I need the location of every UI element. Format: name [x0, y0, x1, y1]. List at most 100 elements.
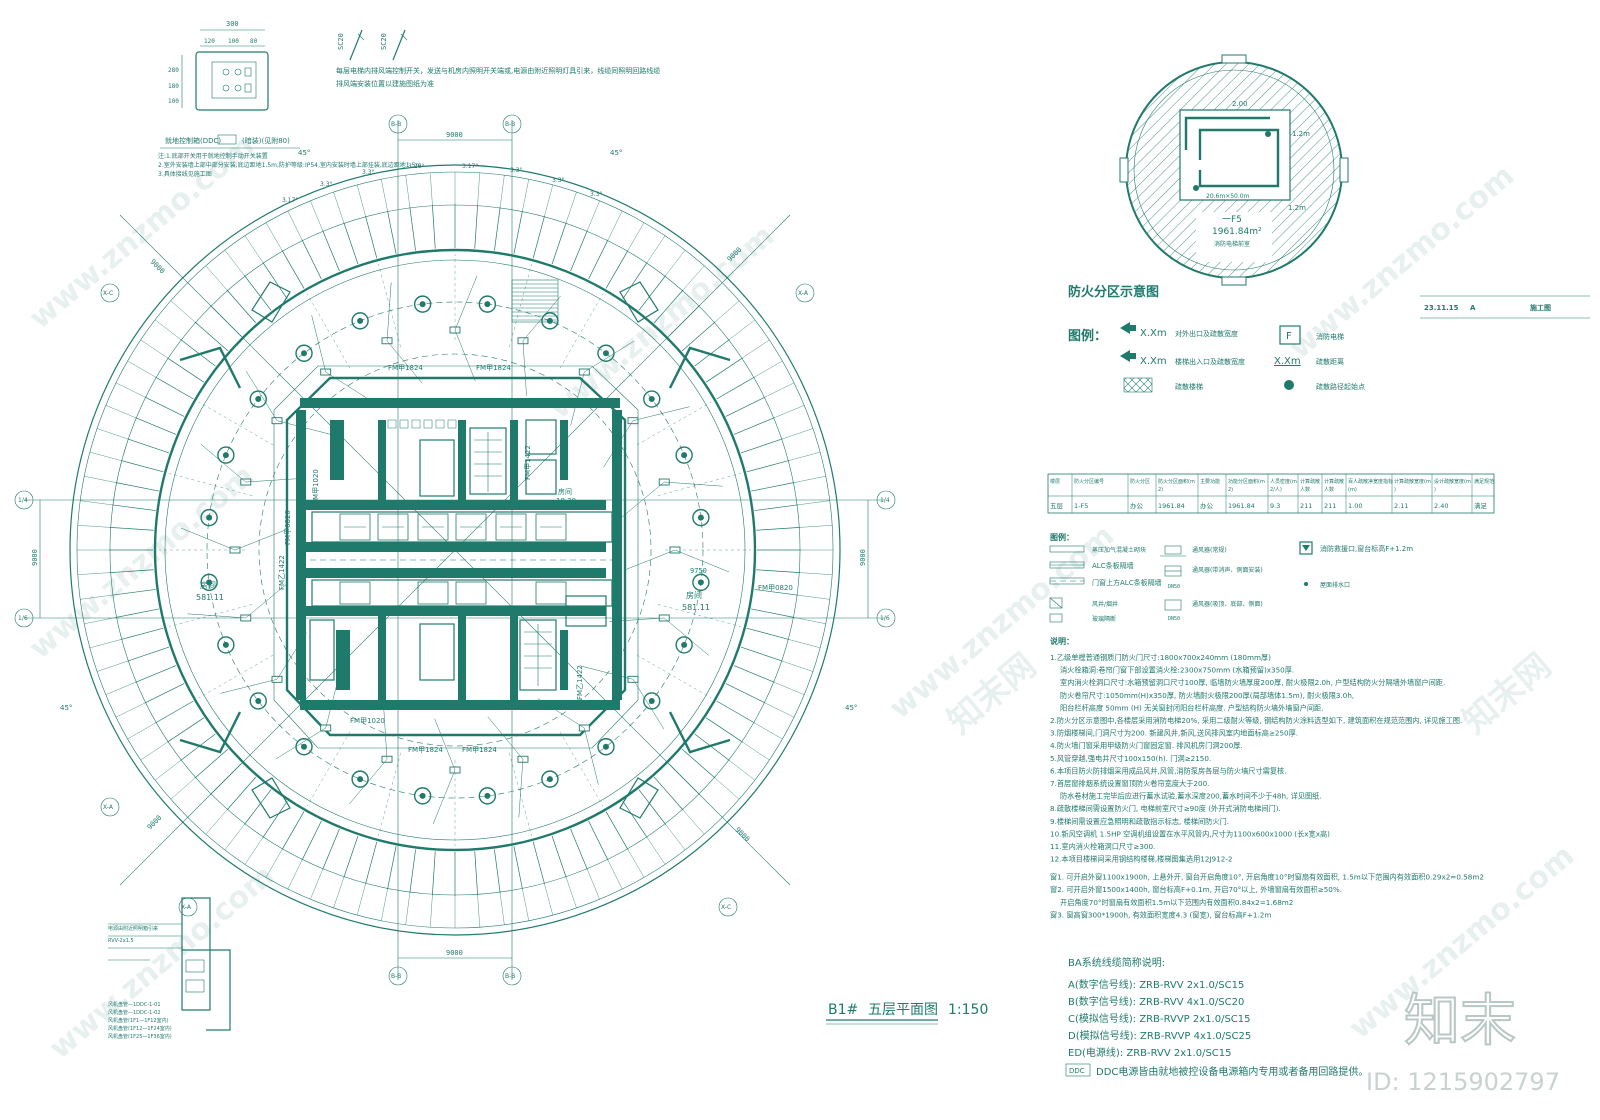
bay-tick	[115, 702, 145, 718]
axis-y16-left: 1/6	[18, 615, 28, 622]
door-label-3: FM甲1824	[408, 746, 443, 754]
fire-dim-top: 2.00	[1232, 100, 1248, 108]
bay-divider	[716, 376, 755, 400]
dim-top-span: 9000	[446, 131, 463, 139]
column	[413, 295, 432, 313]
bay-tick	[798, 594, 830, 600]
bay-tick	[587, 200, 600, 231]
table-header-cell-wrap: )	[1394, 487, 1396, 493]
bay-divider	[733, 417, 775, 435]
bay-divider	[740, 438, 783, 454]
wire	[275, 727, 326, 760]
legend2-item-1: 蒸压加气混凝土砌块	[1092, 546, 1146, 554]
bay-divider	[262, 800, 288, 838]
angle-label-2: 45°	[610, 149, 622, 157]
wire	[349, 759, 388, 805]
bay-tick	[84, 476, 116, 483]
detail-legend-label: (暗装)(见附80)	[242, 136, 290, 145]
column-core	[546, 776, 553, 783]
fire-diagram-title: 防火分区示意图	[1068, 284, 1159, 300]
wire	[383, 704, 388, 760]
notes-line: 4.防火墙门窗采用甲级防火门窗固定窗. 排风机房门洞200厚.	[1050, 741, 1243, 750]
wire	[664, 481, 723, 487]
room-name-1: 房间	[200, 580, 216, 590]
bay-tick	[627, 222, 645, 251]
radial-bays	[77, 172, 833, 928]
bay-tick	[794, 476, 826, 483]
bay-divider	[756, 527, 801, 531]
column	[643, 390, 661, 408]
bay-divider	[605, 250, 629, 289]
evacuation-table: 楼层五层防火分区编号1-F5防火分区办公防火分区面积(m2)1961.84主要功…	[1047, 473, 1495, 514]
bay-tick	[105, 682, 136, 695]
bay-divider	[115, 608, 159, 618]
wire	[180, 527, 236, 551]
detail-dim-side-3: 100	[168, 98, 179, 105]
wire	[386, 282, 392, 341]
inset-note-5: 风机盘管(1F1—1F12室内)	[108, 1017, 169, 1024]
bay-divider	[226, 776, 257, 811]
table-header-cell: 百人疏散净宽度指标	[1348, 478, 1393, 485]
bay-divider	[513, 846, 523, 890]
bay-tick	[782, 428, 814, 439]
legend2-mid-code-1: DN50	[1168, 584, 1180, 590]
detail-dim-side-2: 180	[168, 83, 179, 90]
bay-label-7: 3.3°	[320, 181, 333, 188]
legend-code-1: X.Xm	[1140, 328, 1167, 339]
table-header-cell-wrap: 2)	[1158, 487, 1163, 493]
bay-divider	[301, 239, 322, 280]
columns	[200, 295, 710, 805]
title-block: 23.11.15 A 施工图	[1420, 295, 1590, 319]
detail-dim-side-1: 280	[168, 67, 179, 74]
grid-ray	[636, 401, 712, 446]
wire	[454, 329, 476, 382]
titleblock-date: 23.11.15	[1424, 304, 1459, 312]
column-core	[222, 452, 229, 459]
column	[217, 446, 235, 464]
wire	[276, 420, 331, 435]
watermark-short-1: 知末网	[1455, 646, 1559, 742]
column-core	[357, 776, 364, 783]
axis-bb-top-1: B-B	[391, 121, 401, 128]
bay-divider	[167, 357, 205, 383]
wire	[609, 617, 665, 622]
legend2-mid-3: 通风器(吸顶、底部、侧面)	[1192, 600, 1263, 608]
bay-divider	[638, 789, 666, 825]
column	[351, 312, 369, 330]
notes-line: 9.楼梯间需设置应急照明和疏散指示标志, 楼梯间防火门.	[1050, 817, 1229, 826]
core-walls	[296, 398, 622, 710]
table-header-cell: 设计疏散宽度(m	[1434, 478, 1471, 485]
dim-diag-c: 9000	[146, 814, 164, 832]
brand-watermark: 知末 ID: 1215902797	[1366, 988, 1560, 1096]
bay-divider	[746, 460, 790, 473]
grid-ray	[559, 293, 604, 369]
bay-divider	[705, 717, 743, 743]
wire	[584, 727, 599, 785]
notes-line: 开启角度70°时窗扇有效面积1.5m以下范围内有效面积0.84x2=1.68m2	[1060, 898, 1293, 907]
bay-divider	[622, 262, 648, 300]
elevator-shaft	[339, 581, 371, 605]
column-core	[357, 317, 364, 324]
table-header-cell: 主要功能	[1200, 478, 1220, 485]
detail-note-2: 2.室外安装墙上部中部分安装,底边距地1.5m,防护等级:IP54,室内安装时墙…	[158, 161, 421, 169]
door-label-1: FM甲1824	[388, 364, 423, 372]
bay-tick	[715, 777, 740, 800]
bay-divider	[705, 357, 743, 383]
door-label-7: FM甲1020	[312, 469, 320, 504]
balcony-notches	[179, 281, 731, 819]
room-area-1: 581.11	[196, 593, 224, 602]
bay-divider	[532, 841, 545, 885]
table-header-cell: 计算疏散	[1300, 478, 1320, 485]
column-core	[206, 514, 213, 521]
bay-tick	[381, 889, 388, 921]
column	[295, 738, 313, 756]
inset-note-4: 风机盘管—1DDC-1-02	[108, 1009, 161, 1016]
bay-tick	[77, 525, 110, 528]
wire	[325, 674, 340, 729]
bay-label-5: 3.26°	[408, 163, 424, 170]
column	[413, 787, 432, 805]
detail-note-line-1: 每层电梯内排风端控制开关，发送与机房内照明开关端或,电源由附近照明灯具引来，线缆…	[336, 66, 660, 75]
notes-line: 8.疏散楼梯间需设置防火门, 电梯前室尺寸≥90度 (外开式消防电梯间门).	[1050, 804, 1281, 813]
bay-label-2: 3.3°	[510, 167, 523, 174]
bay-divider	[194, 748, 229, 779]
